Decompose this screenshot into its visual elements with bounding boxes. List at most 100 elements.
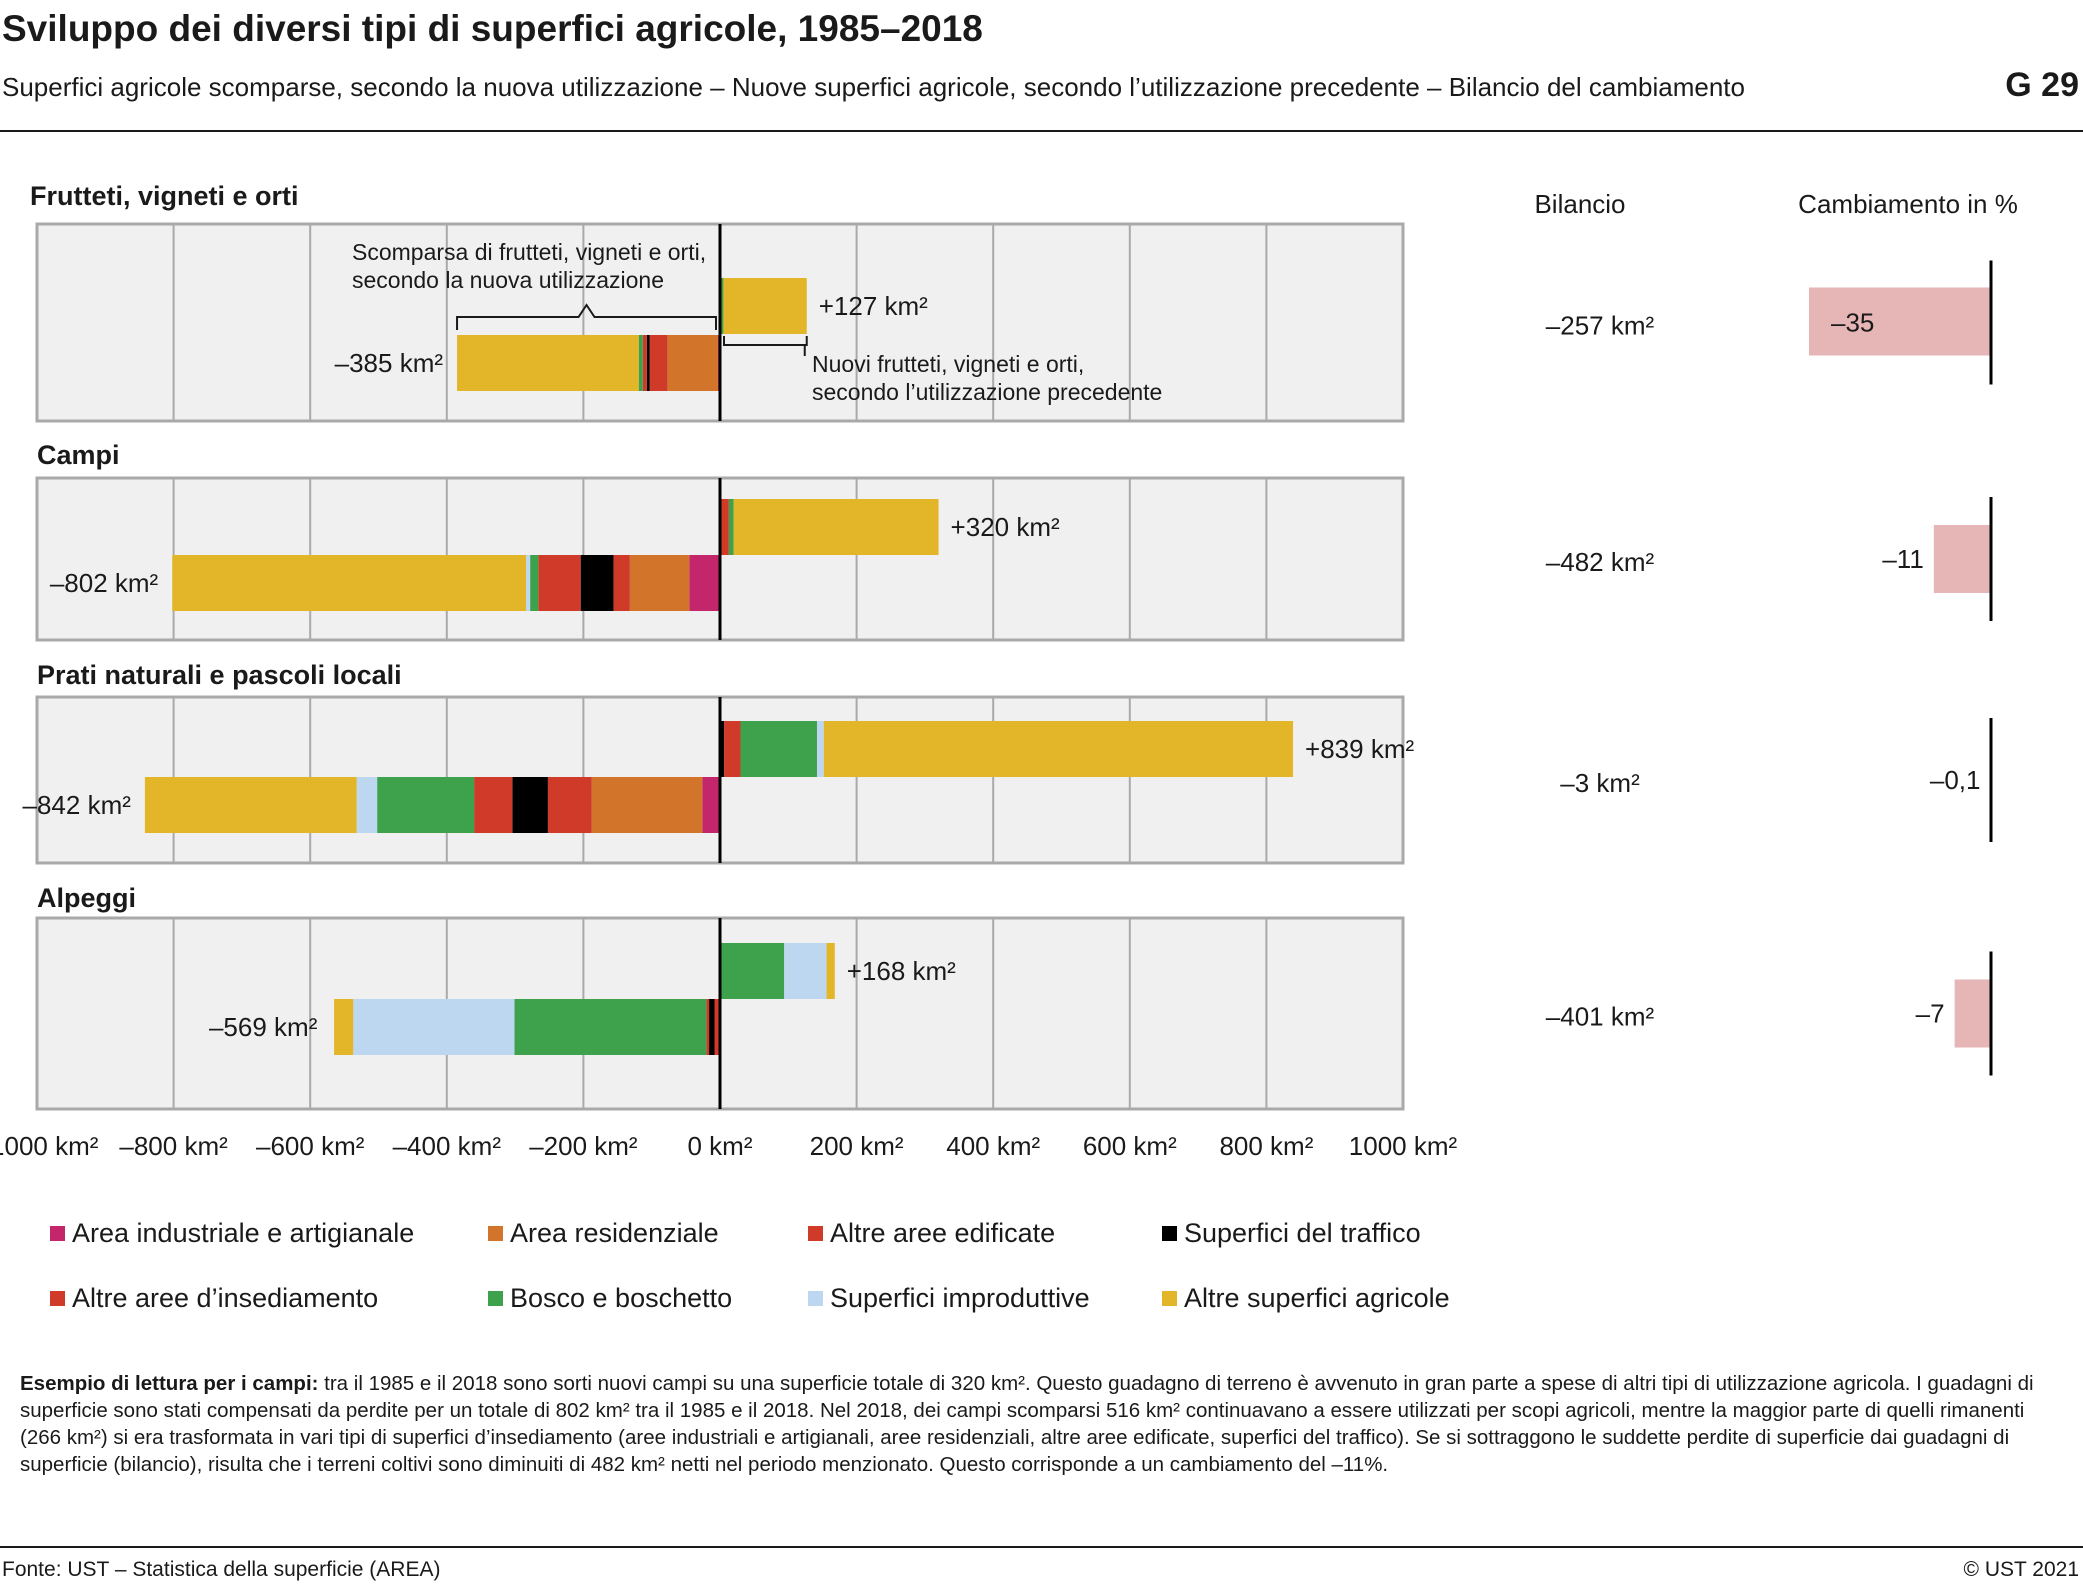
change-bar: [1954, 979, 1991, 1048]
loss-total-label: –569 km²: [209, 1012, 318, 1042]
gain-segment-improduttive: [816, 721, 824, 777]
legend-swatch: [488, 1226, 503, 1241]
group-title: Alpeggi: [37, 883, 136, 913]
loss-segment-insediamento: [642, 335, 647, 391]
gain-total-label: +127 km²: [819, 291, 928, 321]
legend-label: Superfici improduttive: [830, 1283, 1090, 1313]
loss-segment-altre_edificate: [714, 999, 719, 1055]
copyright: © UST 2021: [1963, 1558, 2079, 1581]
balance-value: –3 km²: [1560, 768, 1640, 798]
gain-segment-agricole: [823, 721, 1294, 777]
loss-segment-industriale: [689, 555, 720, 611]
loss-segment-agricole: [334, 999, 354, 1055]
gain-total-label: +839 km²: [1305, 734, 1414, 764]
loss-segment-insediamento: [474, 777, 513, 833]
loss-segment-altre_edificate: [613, 555, 630, 611]
gain-segment-bosco: [740, 721, 817, 777]
loss-segment-agricole: [144, 777, 357, 833]
legend-item-industriale: Area industriale e artigianale: [50, 1218, 414, 1249]
gain-segment-agricole: [733, 499, 939, 555]
gain-segment-insediamento: [724, 721, 741, 777]
loss-segment-agricole: [457, 335, 639, 391]
change-label: –11: [1882, 544, 1923, 574]
change-label: –35: [1831, 308, 1874, 338]
loss-segment-bosco: [514, 999, 707, 1055]
legend-swatch: [50, 1291, 65, 1306]
legend-item-bosco: Bosco e boschetto: [488, 1283, 732, 1314]
legend-label: Area residenziale: [510, 1218, 719, 1248]
change-header: Cambiamento in %: [1798, 189, 2018, 219]
annotation-gain-line2: secondo l’utilizzazione precedente: [812, 379, 1162, 405]
legend-swatch: [808, 1291, 823, 1306]
x-tick-label: 0 km²: [688, 1131, 753, 1161]
loss-segment-residenziale: [667, 335, 718, 391]
gain-segment-bosco: [720, 278, 724, 334]
legend-swatch: [50, 1226, 65, 1241]
loss-segment-industriale: [702, 777, 720, 833]
legend: Area industriale e artigianale Area resi…: [50, 1208, 1500, 1348]
balance-value: –401 km²: [1546, 1002, 1655, 1032]
chart-subtitle: Superfici agricole scomparse, secondo la…: [2, 72, 1745, 102]
annotation-gain-brace: [723, 336, 808, 356]
x-tick-label: 800 km²: [1219, 1131, 1313, 1161]
loss-segment-traffico: [580, 555, 614, 611]
x-tick-label: –400 km²: [393, 1131, 502, 1161]
loss-segment-bosco: [377, 777, 475, 833]
loss-segment-improduttive: [526, 555, 531, 611]
loss-segment-traffico: [512, 777, 548, 833]
group-title: Campi: [37, 440, 120, 470]
gain-segment-bosco: [720, 943, 785, 999]
loss-segment-improduttive: [353, 999, 515, 1055]
x-tick-label: –1000 km²: [0, 1131, 99, 1161]
legend-label: Bosco e boschetto: [510, 1283, 733, 1313]
annotation-loss-brace: [456, 303, 717, 330]
legend-swatch: [808, 1226, 823, 1241]
source: Fonte: UST – Statistica della superficie…: [2, 1558, 441, 1581]
loss-total-label: –802 km²: [50, 568, 159, 598]
legend-label: Altre aree edificate: [830, 1218, 1056, 1248]
balance-value: –257 km²: [1546, 311, 1655, 341]
gain-segment-traffico: [720, 721, 725, 777]
legend-swatch: [488, 1291, 503, 1306]
x-tick-label: –800 km²: [119, 1131, 228, 1161]
loss-segment-residenziale: [629, 555, 690, 611]
loss-total-label: –842 km²: [23, 790, 132, 820]
change-label: –7: [1916, 999, 1945, 1029]
loss-segment-agricole: [172, 555, 527, 611]
footer-rule: [0, 1546, 2083, 1548]
annotation-loss-line1: Scomparsa di frutteti, vigneti e orti,: [352, 239, 706, 265]
gain-segment-agricole: [723, 278, 807, 334]
legend-label: Altre aree d’insediamento: [72, 1283, 379, 1313]
x-tick-label: 1000 km²: [1349, 1131, 1458, 1161]
loss-segment-traffico: [709, 999, 715, 1055]
gain-total-label: +168 km²: [847, 956, 956, 986]
gain-segment-agricole: [826, 943, 835, 999]
annotation-loss-line2: secondo la nuova utilizzazione: [352, 267, 664, 293]
reading-example-text: tra il 1985 e il 2018 sono sorti nuovi c…: [20, 1372, 2034, 1476]
x-tick-label: 400 km²: [946, 1131, 1040, 1161]
balance-header: Bilancio: [1534, 189, 1625, 219]
change-bar: [1809, 287, 1991, 356]
legend-item-residenziale: Area residenziale: [488, 1218, 719, 1249]
balance-value: –482 km²: [1546, 547, 1655, 577]
reading-example: Esempio di lettura per i campi: tra il 1…: [20, 1370, 2050, 1478]
legend-item-altre-edificate: Altre aree edificate: [808, 1218, 1055, 1249]
loss-segment-insediamento: [706, 999, 710, 1055]
loss-segment-traffico: [646, 335, 650, 391]
chart-svg: Frutteti, vigneti e orti–385 km²+127 km²…: [0, 181, 2018, 1161]
loss-segment-bosco: [638, 335, 643, 391]
loss-segment-altre_edificate: [649, 335, 668, 391]
gain-total-label: +320 km²: [951, 512, 1060, 542]
gain-segment-improduttive: [784, 943, 827, 999]
legend-label: Superfici del traffico: [1184, 1218, 1421, 1248]
x-tick-label: –600 km²: [256, 1131, 365, 1161]
change-bar: [1933, 525, 1991, 593]
chart-title: Sviluppo dei diversi tipi di superfici a…: [2, 8, 983, 49]
x-tick-label: 200 km²: [810, 1131, 904, 1161]
annotation-gain-line1: Nuovi frutteti, vigneti e orti,: [812, 351, 1084, 377]
loss-segment-altre_edificate: [547, 777, 592, 833]
group-title: Prati naturali e pascoli locali: [37, 660, 402, 690]
gain-segment-bosco: [728, 499, 734, 555]
loss-segment-insediamento: [538, 555, 581, 611]
legend-swatch: [1162, 1291, 1177, 1306]
